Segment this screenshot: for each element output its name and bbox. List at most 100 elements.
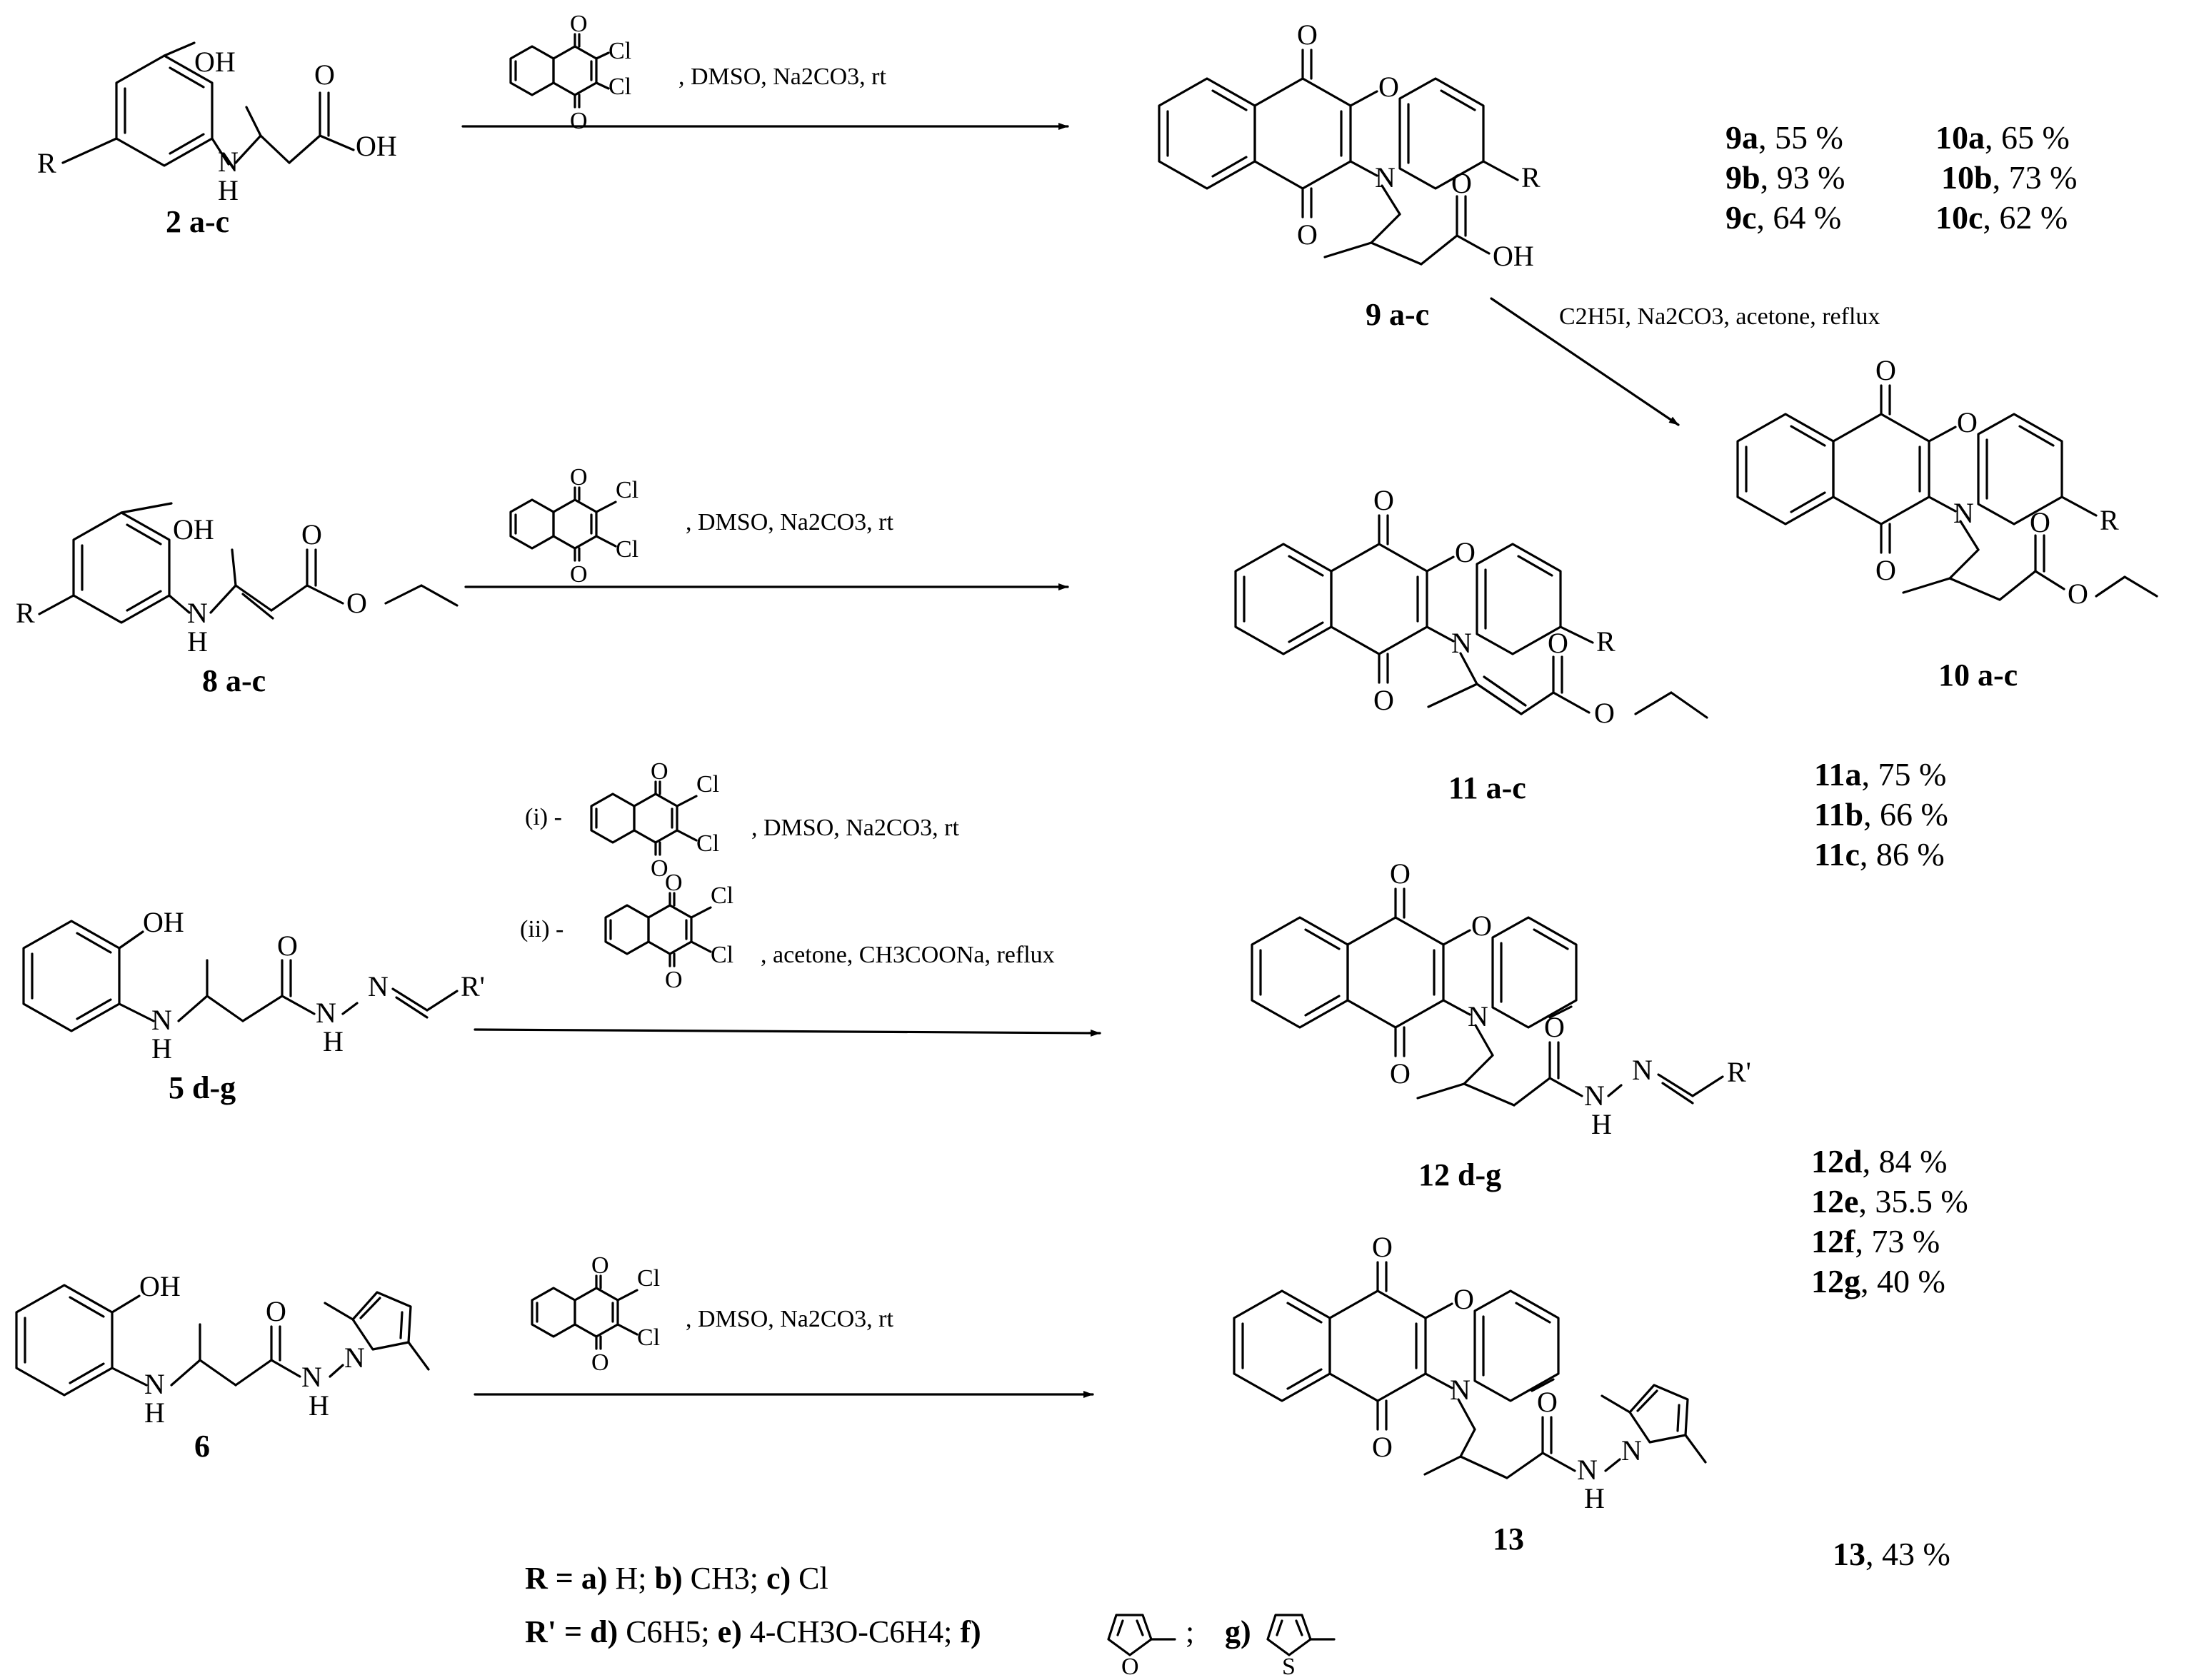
atom-label: Cl (696, 830, 719, 857)
compound-label-11: 11 a-c (1448, 770, 1526, 805)
structure-compound-8 (38, 502, 459, 624)
thiophene-ring-icon (1266, 1614, 1336, 1656)
atom-label: Cl (608, 74, 631, 100)
atom-label: Cl (608, 38, 631, 64)
reaction-arrow-2 (1490, 297, 1680, 426)
structure-compound-5 (22, 920, 459, 1032)
atom-label: O (1451, 167, 1472, 199)
structure-compound-9 (1158, 49, 1519, 266)
substituent-key-g: g) (1225, 1614, 1251, 1649)
reagent-dichloronaphthoquinone-1 (509, 33, 610, 109)
reagent-dichloronaphthoquinone-4 (604, 892, 712, 967)
compound-label-9: 9 a-c (1366, 297, 1429, 332)
atom-label: N (1468, 1000, 1488, 1032)
atom-label: O (570, 561, 588, 588)
atom-label: O (2030, 506, 2050, 538)
furan-ring-icon (1107, 1614, 1176, 1656)
atom-label: O (314, 59, 335, 91)
compound-label-13: 13 (1493, 1521, 1524, 1556)
atom-label: O (2068, 578, 2088, 610)
atom-label: Cl (616, 477, 638, 503)
atom-label: Cl (696, 771, 719, 798)
atom-label: S (1282, 1654, 1296, 1680)
compound-label-12: 12 d-g (1418, 1157, 1501, 1192)
atom-label: O (1372, 1431, 1393, 1463)
atom-label: O (1537, 1386, 1558, 1418)
atom-label: N (144, 1368, 165, 1400)
reaction-condition-1: , DMSO, Na2CO3, rt (678, 64, 886, 90)
atom-label: O (1373, 684, 1394, 716)
yield-13: 13, 43 % (1833, 1536, 1950, 1572)
atom-label: O (651, 758, 668, 785)
atom-label: H (144, 1397, 165, 1429)
reagent-dichloronaphthoquinone-2 (509, 486, 617, 562)
atom-label: O (1121, 1654, 1139, 1680)
atom-label: H (323, 1025, 344, 1057)
reaction-arrow-4 (474, 1028, 1101, 1037)
atom-label: N (344, 1342, 365, 1374)
compound-label-10: 10 a-c (1938, 658, 2018, 693)
structure-compound-13 (1233, 1261, 1707, 1479)
atom-label: H (187, 625, 208, 658)
atom-label: R (2100, 504, 2119, 536)
yield-12f: 12f, 73 % (1811, 1223, 1940, 1259)
atom-label: O (1455, 536, 1476, 568)
atom-label: N (301, 1361, 322, 1393)
atom-label: N (1953, 497, 1974, 529)
structure-compound-10 (1736, 384, 2158, 601)
atom-label: O (665, 870, 683, 896)
substituent-key-r: R = a) H; b) CH3; c) Cl (525, 1561, 828, 1596)
atom-label: H (218, 174, 239, 206)
atom-label: O (591, 1252, 609, 1279)
atom-label: O (1544, 1011, 1565, 1043)
atom-label: O (651, 855, 668, 882)
yield-9a: 9a, 55 % (1725, 119, 1843, 156)
atom-label: O (1373, 484, 1394, 516)
compound-label-2: 2 a-c (166, 204, 229, 239)
atom-label: Cl (711, 942, 733, 968)
atom-label: N (1375, 161, 1396, 193)
atom-label: R' (461, 970, 485, 1002)
atom-label: OH (139, 1270, 181, 1302)
atom-label: R' (1727, 1056, 1751, 1088)
atom-label: N (1621, 1434, 1642, 1467)
atom-label: N (151, 1004, 172, 1036)
atom-label: H (1591, 1108, 1612, 1140)
atom-label: O (570, 11, 588, 37)
atom-label: N (1450, 1374, 1471, 1406)
atom-label: H (151, 1032, 172, 1065)
structure-compound-11 (1234, 514, 1708, 719)
atom-label: O (1957, 406, 1978, 438)
yield-12g: 12g, 40 % (1811, 1263, 1945, 1299)
atom-label: Cl (711, 882, 733, 909)
reaction-condition-2: C2H5I, Na2CO3, acetone, reflux (1559, 303, 1880, 330)
atom-label: N (1632, 1054, 1653, 1086)
yield-12d: 12d, 84 % (1811, 1143, 1947, 1179)
reaction-condition-4i: , DMSO, Na2CO3, rt (751, 815, 959, 841)
atom-label: N (187, 597, 208, 629)
atom-label: N (1577, 1454, 1598, 1486)
atom-label: O (1378, 71, 1399, 103)
atom-label: R (37, 147, 56, 179)
atom-label: O (277, 930, 298, 962)
atom-label: O (1372, 1231, 1393, 1263)
atom-label: R (1596, 625, 1616, 658)
atom-label: OH (143, 906, 184, 938)
atom-label: O (570, 464, 588, 491)
atom-label: O (1875, 554, 1896, 586)
atom-label: Cl (637, 1324, 660, 1351)
atom-label: O (1390, 857, 1411, 890)
atom-label: O (1453, 1283, 1474, 1315)
yield-11c: 11c, 86 % (1814, 836, 1945, 872)
atom-label: N (218, 146, 239, 178)
atom-label: N (316, 997, 336, 1029)
structure-compound-6 (15, 1284, 430, 1397)
atom-label: R (16, 597, 35, 629)
yield-9c: 9c, 64 % (1725, 199, 1841, 236)
atom-label: O (1471, 910, 1492, 942)
atom-label: O (301, 518, 322, 550)
compound-label-5: 5 d-g (169, 1070, 236, 1105)
reaction-condition-4ii-prefix: (ii) - (520, 916, 563, 942)
compound-label-8: 8 a-c (202, 663, 266, 698)
atom-label: O (665, 967, 683, 993)
